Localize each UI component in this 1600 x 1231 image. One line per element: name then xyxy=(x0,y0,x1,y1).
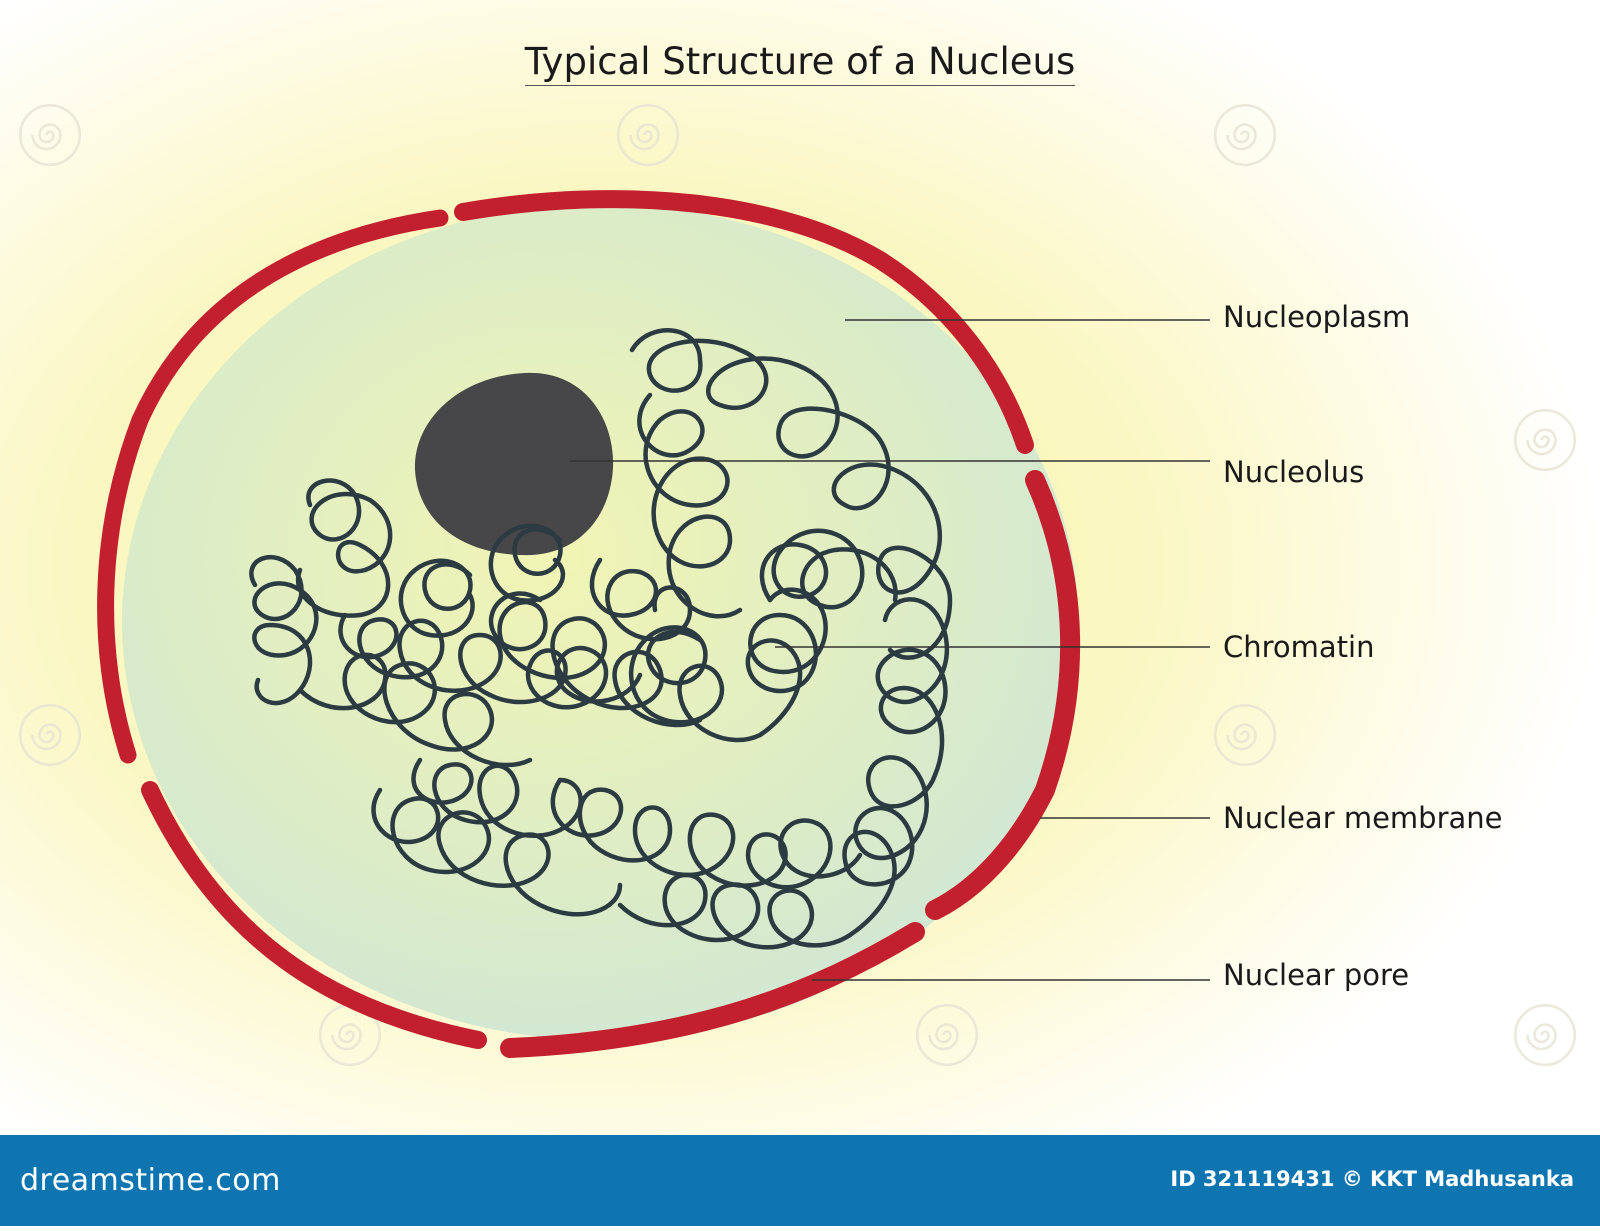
label-nucleolus: Nucleolus xyxy=(1223,455,1365,489)
chromatin xyxy=(249,328,953,950)
label-chromatin: Chromatin xyxy=(1223,630,1375,664)
footer-credit: ID 321119431 © KKT Madhusanka xyxy=(1170,1167,1574,1191)
membrane-segment xyxy=(97,209,449,764)
membrane-segment xyxy=(500,922,925,1058)
diagram-title-text: Typical Structure of a Nucleus xyxy=(524,40,1076,86)
footer-brand: dreamstime.com xyxy=(20,1163,281,1198)
diagram-title: Typical Structure of a Nucleus xyxy=(0,40,1600,86)
membrane-segment xyxy=(925,470,1081,920)
leader-lines xyxy=(570,319,1210,981)
nuclear-membrane xyxy=(97,190,1081,1058)
nucleolus xyxy=(414,372,614,556)
label-nuclear-membrane: Nuclear membrane xyxy=(1223,801,1503,835)
footer-bar: dreamstime.com ID 321119431 © KKT Madhus… xyxy=(0,1135,1600,1226)
membrane-segment xyxy=(454,190,1034,454)
label-nuclear-pore: Nuclear pore xyxy=(1223,958,1410,992)
label-nucleoplasm: Nucleoplasm xyxy=(1223,300,1411,334)
membrane-segment xyxy=(141,781,487,1049)
